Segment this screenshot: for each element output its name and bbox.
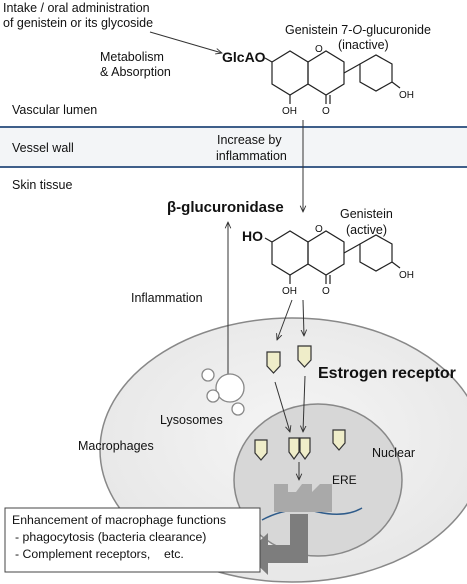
lysosome-large bbox=[215, 373, 245, 403]
inflammation-label: Inflammation bbox=[131, 291, 203, 305]
binding-arrow-1 bbox=[277, 299, 293, 340]
function-box-item1: - phagocytosis (bacteria clearance) bbox=[15, 530, 206, 544]
glcao-label: GlcAO bbox=[222, 49, 266, 65]
genistein-ring-o: O bbox=[315, 224, 323, 235]
function-box-title: Enhancement of macrophage functions bbox=[12, 513, 226, 527]
skin-tissue-label: Skin tissue bbox=[12, 178, 72, 192]
lysosome-small-3 bbox=[231, 402, 245, 416]
lysosome-small-1 bbox=[201, 368, 215, 382]
ho-label: HO bbox=[242, 228, 263, 244]
genistein-status: (active) bbox=[346, 223, 387, 237]
vessel-wall-label: Vessel wall bbox=[12, 141, 74, 155]
lysosome-small-2 bbox=[206, 389, 220, 403]
function-box bbox=[4, 507, 261, 573]
increase-text-line2: inflammation bbox=[216, 149, 287, 163]
translocation-arrow-1 bbox=[274, 381, 290, 432]
glucuronide-status: (inactive) bbox=[338, 38, 389, 52]
estrogen-receptor-2 bbox=[297, 345, 312, 368]
estrogen-receptor-5 bbox=[299, 437, 311, 461]
glucuronide-oh-5: OH bbox=[282, 106, 297, 117]
genistein-name: Genistein bbox=[340, 207, 393, 221]
metabolism-text-line2: & Absorption bbox=[100, 65, 171, 79]
function-box-item2: - Complement receptors, etc. bbox=[15, 547, 184, 561]
estrogen-receptor-6 bbox=[332, 429, 346, 451]
beta-glucuronidase-label: β-glucuronidase bbox=[167, 199, 284, 216]
vascular-lumen-label: Vascular lumen bbox=[12, 103, 97, 117]
glucuronide-carbonyl-o: O bbox=[322, 106, 330, 117]
glucuronide-name: Genistein 7-O-glucuronide bbox=[285, 23, 431, 37]
glucuronide-molecule bbox=[264, 50, 401, 104]
nucleus bbox=[233, 403, 403, 557]
metabolism-text-line1: Metabolism bbox=[100, 50, 164, 64]
ere-label: ERE bbox=[332, 473, 357, 487]
ere-element bbox=[274, 484, 332, 512]
genistein-oh-5: OH bbox=[282, 286, 297, 297]
genistein-oh-4prime: OH bbox=[399, 270, 414, 281]
glucuronide-oh-4prime: OH bbox=[399, 90, 414, 101]
genistein-molecule bbox=[264, 230, 401, 284]
nuclear-label: Nuclear bbox=[372, 446, 415, 460]
glucuronide-ring-o: O bbox=[315, 44, 323, 55]
intake-arrow bbox=[149, 31, 222, 53]
increase-text-line1: Increase by bbox=[217, 133, 282, 147]
macrophages-label: Macrophages bbox=[78, 439, 154, 453]
binding-arrow-2 bbox=[303, 299, 304, 336]
lysosomes-label: Lysosomes bbox=[160, 413, 223, 427]
estrogen-receptor-1 bbox=[266, 351, 281, 374]
estrogen-receptor-3 bbox=[254, 439, 268, 461]
estrogen-receptor-4 bbox=[288, 437, 300, 461]
output-arrow bbox=[246, 514, 308, 575]
translocation-arrow-2 bbox=[303, 375, 305, 432]
genistein-carbonyl-o: O bbox=[322, 286, 330, 297]
intake-text-line2: of genistein or its glycoside bbox=[3, 16, 153, 30]
intake-text-line1: Intake / oral administration bbox=[3, 1, 150, 15]
vessel-wall-band bbox=[0, 127, 467, 167]
estrogen-receptor-label: Estrogen receptor bbox=[318, 365, 456, 382]
